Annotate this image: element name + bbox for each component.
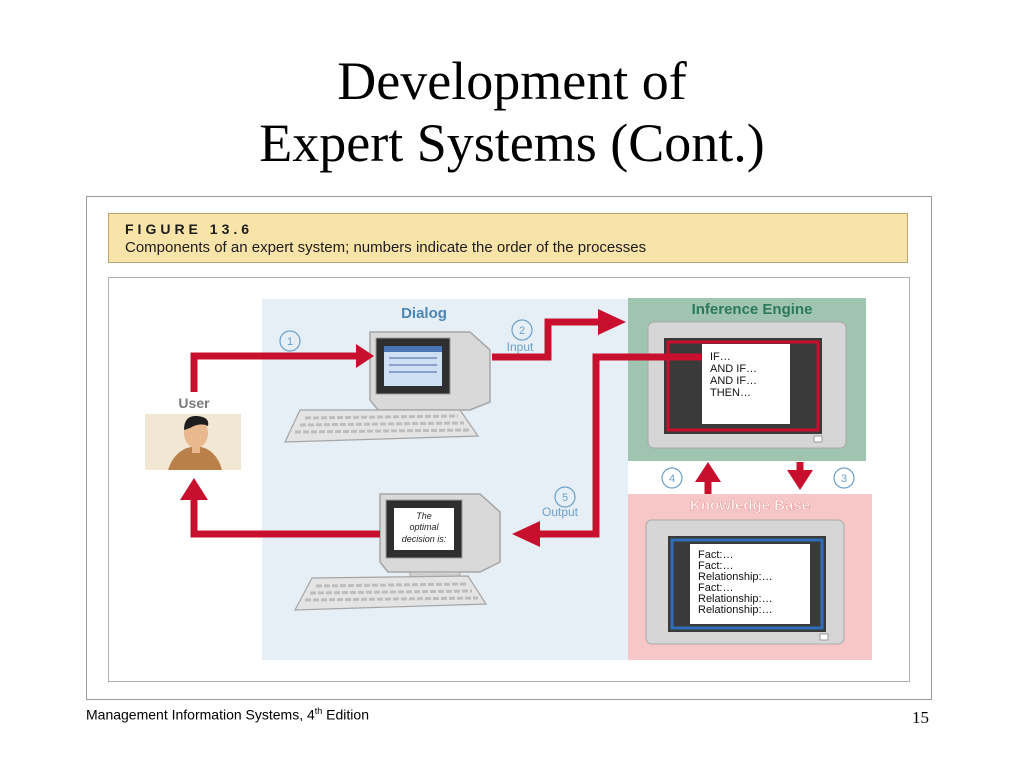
step4-number: 4 — [669, 473, 675, 485]
slide-title-line1: Development of — [337, 51, 687, 111]
inference-engine-title: Inference Engine — [692, 301, 813, 318]
facts-panel — [690, 544, 810, 624]
knowledge-line: Fact:… — [698, 582, 733, 594]
arrow-rules-to-output — [538, 353, 702, 538]
step5-number: 5 — [562, 492, 568, 504]
dialog-title: Dialog — [401, 305, 447, 322]
footer-edition: Edition — [322, 706, 369, 723]
keyboard-icon — [284, 409, 480, 443]
rule-line: AND IF… — [710, 363, 757, 375]
knowledge-base-monitor — [645, 519, 845, 645]
rule-line: THEN… — [710, 387, 751, 399]
keyboard-icon — [293, 575, 488, 611]
knowledge-line: Relationship:… — [698, 593, 773, 605]
input-label: Input — [507, 340, 534, 354]
arrow-step1 — [190, 352, 358, 392]
figure-caption: Components of an expert system; numbers … — [125, 239, 647, 256]
step3-badge — [833, 467, 855, 489]
step3-number: 3 — [841, 473, 847, 485]
footer-book-title: Management Information Systems, 4th Edit… — [86, 706, 369, 723]
screen-text-1: The — [416, 511, 432, 521]
knowledge-line: Relationship:… — [698, 571, 773, 583]
step5-badge — [554, 486, 576, 508]
footer-book: Management Information Systems, 4 — [86, 706, 315, 723]
screen-text-3: decision is: — [402, 534, 447, 544]
knowledge-line: Relationship:… — [698, 604, 773, 616]
figure-label: FIGURE 13.6 — [125, 221, 254, 237]
arrowhead-step5 — [512, 521, 540, 547]
step1-number: 1 — [287, 336, 293, 348]
dialog-computer-top — [369, 331, 491, 419]
arrowhead-step1 — [356, 344, 374, 368]
rule-line: AND IF… — [710, 375, 757, 387]
rules-panel — [702, 344, 790, 424]
output-label: Output — [542, 505, 579, 519]
arrow-output-to-user — [190, 498, 380, 538]
knowledge-line: Fact:… — [698, 560, 733, 572]
knowledge-line: Fact:… — [698, 549, 733, 561]
arrowhead-step3 — [787, 470, 813, 490]
footer-sup: th — [314, 706, 323, 716]
slide-title: Development of Expert Systems (Cont.) — [0, 50, 1024, 174]
step2-badge — [511, 319, 533, 341]
arrowhead-step2 — [598, 309, 626, 335]
step1-badge — [279, 330, 301, 352]
user-label: User — [178, 395, 210, 411]
figure-caption-box: FIGURE 13.6 Components of an expert syst… — [108, 213, 908, 263]
knowledge-base-title: Knowledge Base — [690, 497, 810, 514]
step4-badge — [661, 467, 683, 489]
user-portrait-icon — [145, 414, 241, 470]
page-number: 15 — [912, 708, 929, 727]
arrow-step2-input — [492, 318, 602, 361]
decision-screen — [394, 508, 454, 550]
slide-title-line2: Expert Systems (Cont.) — [259, 113, 765, 173]
screen-text-2: optimal — [409, 522, 439, 532]
step2-number: 2 — [519, 325, 525, 337]
arrowhead-step4 — [695, 462, 721, 482]
rule-line: IF… — [710, 351, 731, 363]
arrowhead-to-user — [180, 478, 208, 500]
dialog-computer-bottom: The optimal decision is: — [379, 493, 501, 581]
